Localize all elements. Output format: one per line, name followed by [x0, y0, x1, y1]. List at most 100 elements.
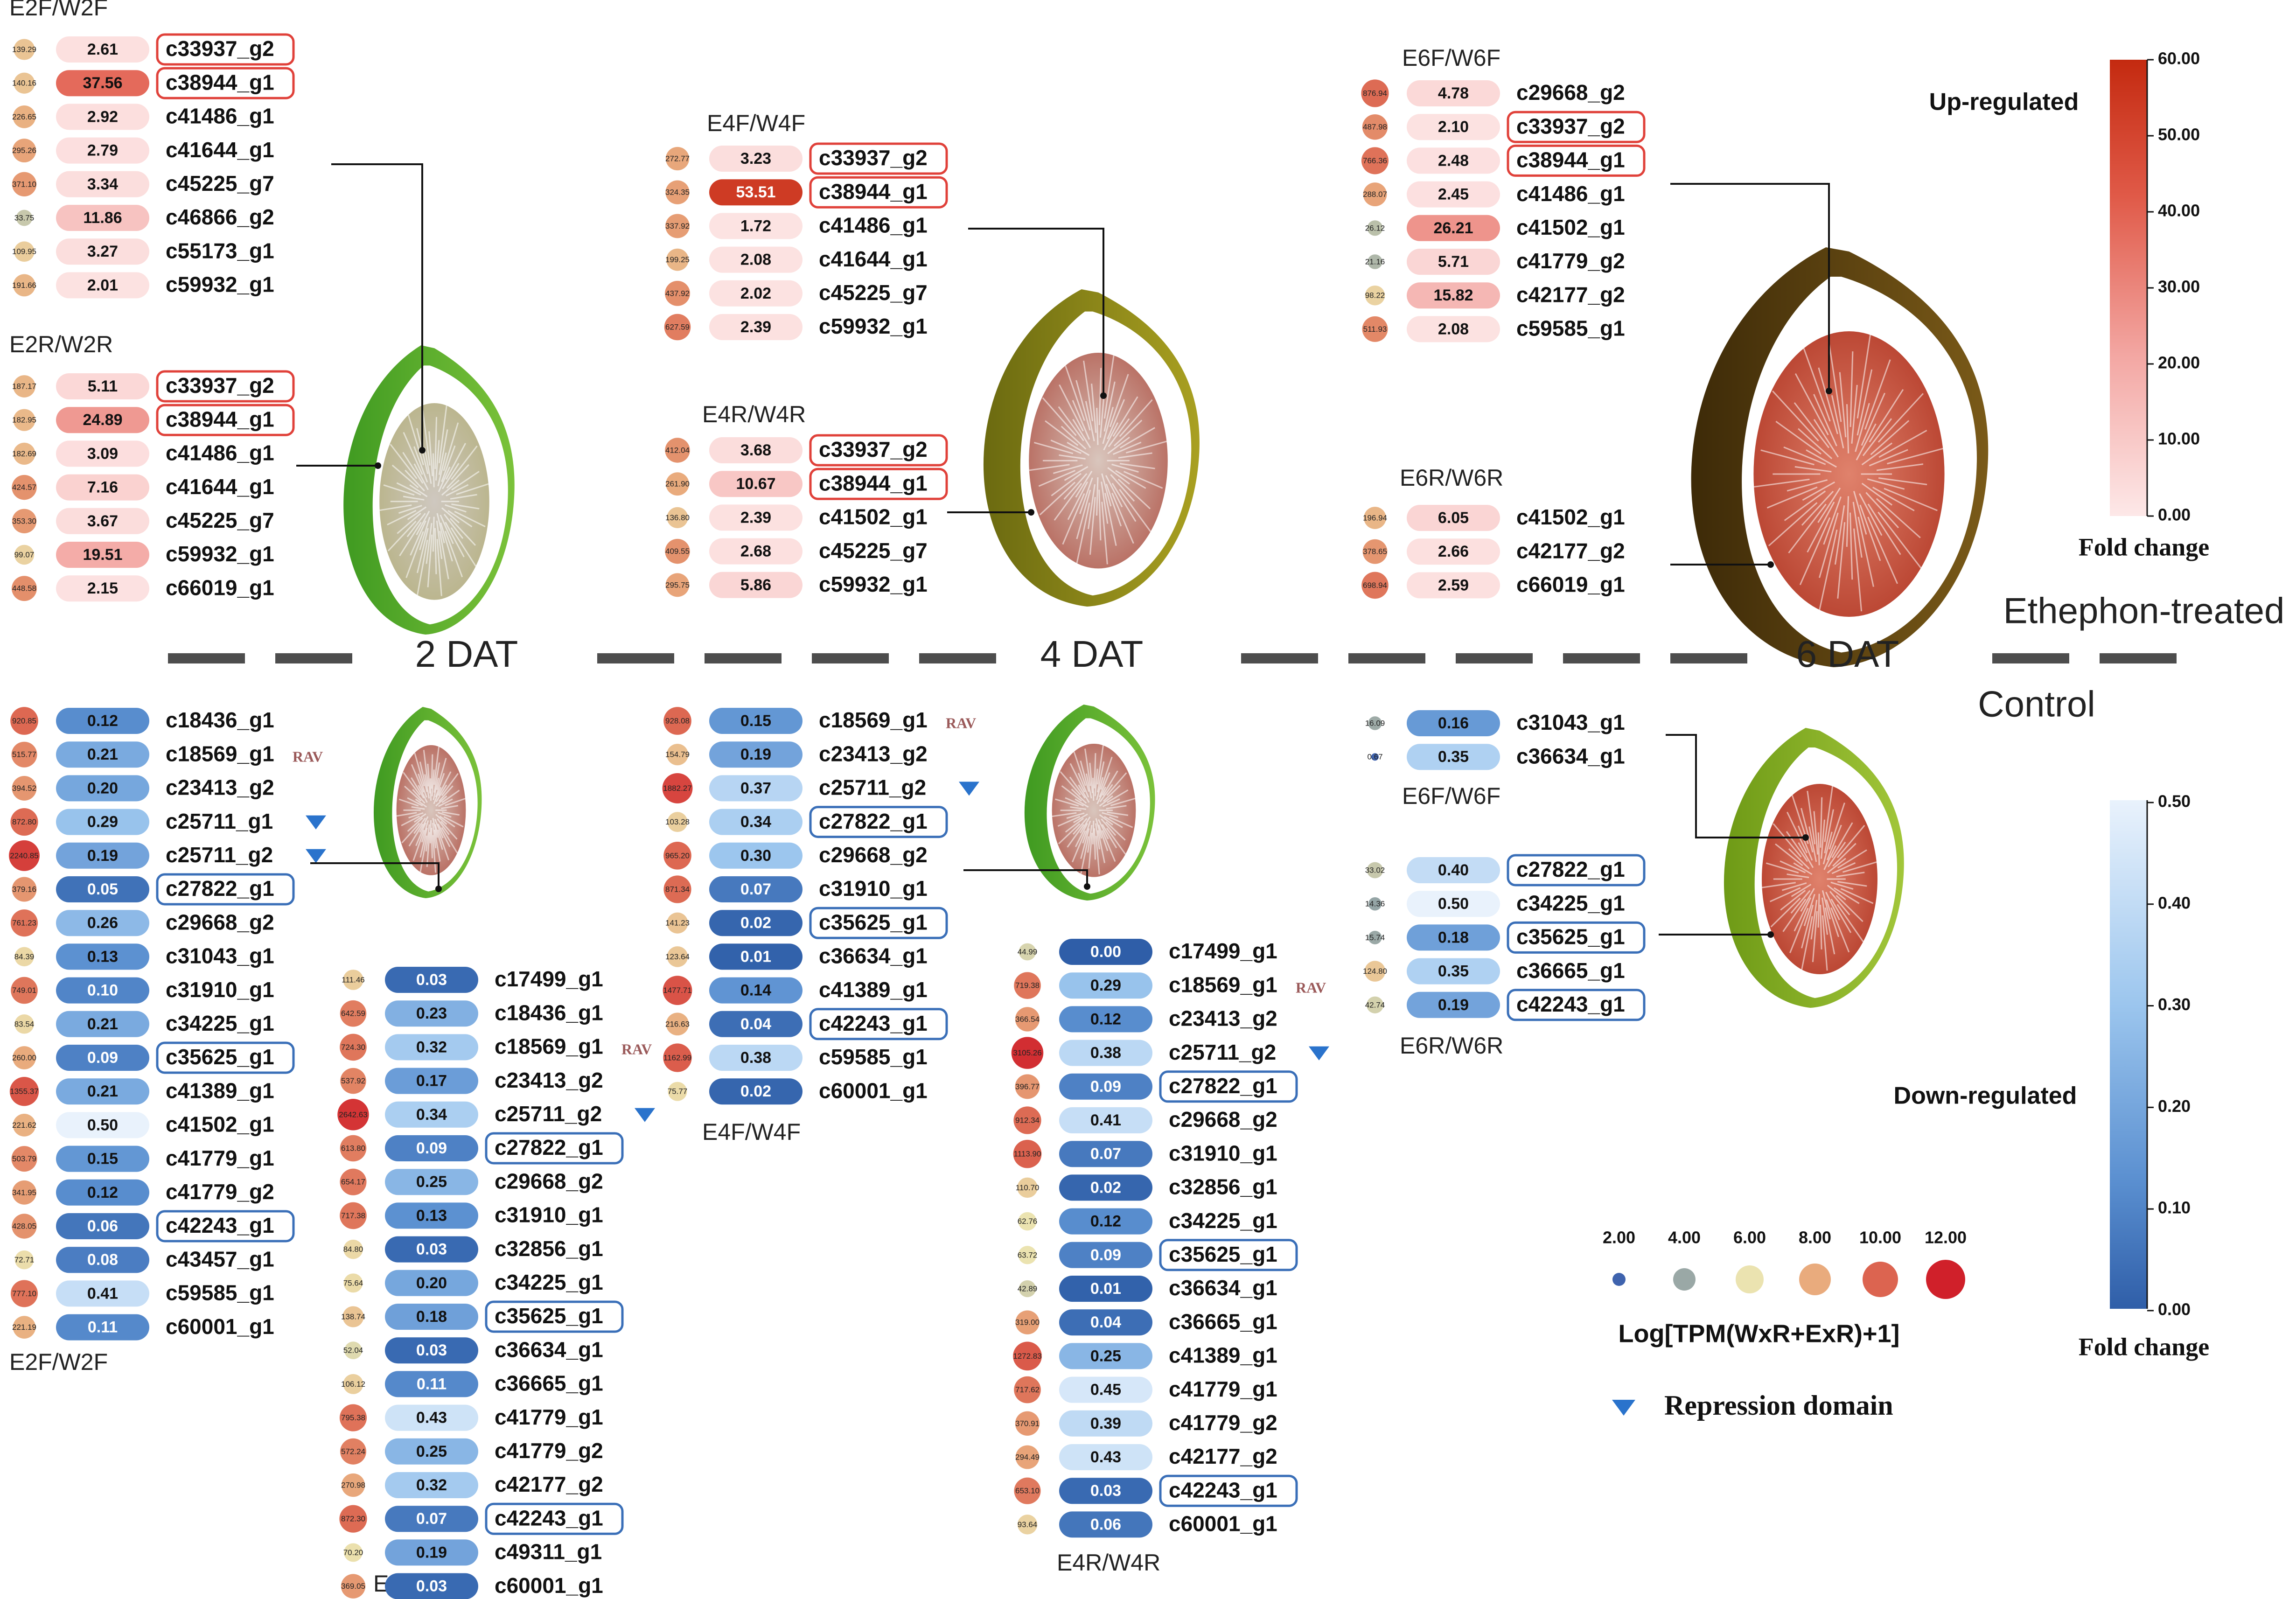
- gene-id: c27822_g1: [495, 1135, 603, 1159]
- gene-id: c41389_g1: [166, 1078, 274, 1103]
- fig-w6-control-seed: [1775, 843, 1803, 866]
- fig-e2-treated-seed: [442, 463, 460, 489]
- tpm-label: 369.05: [341, 1582, 365, 1591]
- gene-id: c18436_g1: [495, 1000, 603, 1025]
- repression-legend-icon: [1612, 1400, 1635, 1416]
- fig-w6-control-seed: [1830, 907, 1850, 953]
- fig-e6-treated-seed: [1861, 442, 1893, 466]
- fig-e6-treated-seed: [1794, 402, 1830, 448]
- fig-e6-treated-seed: [1801, 490, 1834, 526]
- fold-change-cell: [1407, 181, 1500, 208]
- fig-w4-control-seed: [1082, 820, 1091, 844]
- tpm-label: 106.12: [341, 1380, 365, 1389]
- divider-dash: [812, 653, 889, 663]
- fig-e4-treated-seed: [1096, 407, 1099, 445]
- gene-id: c41779_g1: [1169, 1377, 1277, 1401]
- expression-dot: [1365, 285, 1385, 306]
- fold-change-value: 2.79: [87, 142, 118, 160]
- fold-change-cell: [1407, 710, 1500, 736]
- fig-e4-treated-seed: [1107, 436, 1130, 454]
- fig-w6-control-seed: [1800, 888, 1815, 912]
- fold-change-cell: [1407, 538, 1500, 565]
- fig-w6-control-seed: [1820, 904, 1822, 950]
- fig-e4-treated-seed: [1108, 418, 1130, 447]
- tpm-label: 871.34: [665, 885, 690, 894]
- fig-e4-treated-seed: [1061, 426, 1087, 450]
- expression-dot: [12, 1214, 37, 1239]
- fig-e2-treated-seed: [441, 479, 460, 496]
- tpm-label: 295.26: [12, 146, 36, 155]
- fig-w2-control-seed: [434, 824, 443, 850]
- fig-e4-treated-seed: [1062, 493, 1085, 545]
- fig-w6-control-seed: [1825, 892, 1840, 921]
- fold-change-value: 2.15: [87, 580, 118, 597]
- gene-id: c32856_g1: [1169, 1175, 1277, 1199]
- fig-e2-treated-seed: [422, 410, 431, 466]
- divider-dash: [1241, 653, 1318, 663]
- expression-dot: [1368, 897, 1382, 911]
- expression-dot: [343, 1374, 363, 1394]
- expression-dot: [1015, 1074, 1040, 1099]
- fold-change-cell: [1407, 249, 1500, 275]
- tpm-label: 409.55: [665, 547, 690, 556]
- tpm-label: 324.35: [665, 188, 690, 197]
- tpm-label: 424.57: [12, 483, 36, 492]
- expression-dot: [13, 1316, 36, 1339]
- tpm-label: 795.38: [341, 1413, 365, 1422]
- fig-w6-control-seed: [1770, 897, 1801, 928]
- fig-w6-control-seed: [1836, 904, 1864, 943]
- fig-w2-control-seed: [439, 816, 455, 828]
- fold-change-value: 2.48: [1438, 152, 1469, 169]
- fig-w4-control-seed: [1105, 821, 1126, 841]
- fig-w4-control-seed: [1110, 797, 1136, 806]
- fold-change-value: 0.38: [1090, 1044, 1121, 1062]
- fig-w6-control-seed: [1762, 882, 1796, 888]
- expression-dot: [1014, 1376, 1041, 1403]
- fig-w2-control-seed: [435, 814, 447, 825]
- tpm-label: 124.80: [1363, 967, 1387, 976]
- tpm-label: 270.98: [341, 1480, 365, 1489]
- fig-e2-treated-seed: [390, 444, 418, 479]
- panel-title: E4F/W4F: [702, 1119, 801, 1145]
- fold-change-value: 0.45: [1090, 1381, 1121, 1399]
- gene-id: c34225_g1: [495, 1270, 603, 1294]
- fold-change-value: 0.07: [1090, 1145, 1121, 1163]
- fig-e2-treated-seed: [417, 539, 428, 595]
- fold-change-cell: [56, 272, 149, 299]
- divider-dash: [1348, 653, 1425, 663]
- fig-w6-control-seed: [1830, 899, 1852, 933]
- gene-id: c31910_g1: [819, 876, 928, 901]
- expression-dot: [340, 1000, 367, 1027]
- fold-change-cell: [385, 1472, 478, 1498]
- gene-id: c34225_g1: [1516, 891, 1625, 915]
- fold-change-cell: [56, 440, 149, 467]
- expression-dot: [1017, 1177, 1038, 1198]
- fig-e2-treated-seed: [396, 482, 421, 496]
- fold-change-value: 0.03: [1090, 1482, 1121, 1500]
- expression-dot: [9, 1077, 39, 1106]
- gene-id: c23413_g2: [166, 775, 274, 800]
- stage-label: 2 DAT: [415, 633, 518, 675]
- fig-w6-control-seed: [1837, 849, 1867, 869]
- fig-w4-control-seed: [1109, 816, 1133, 828]
- fig-e6-treated-seed: [1878, 430, 1927, 458]
- expression-dot: [12, 775, 37, 801]
- expression-dot: [1367, 862, 1383, 879]
- gene-id: c59585_g1: [166, 1281, 274, 1305]
- expression-dot: [666, 1012, 689, 1036]
- fig-w6-control-seed: [1824, 907, 1835, 955]
- fig-w2-control-seed: [436, 758, 447, 790]
- gene-id: c25711_g2: [495, 1102, 602, 1126]
- fig-e2-treated-seed: [446, 464, 469, 489]
- fold-change-value: 0.13: [416, 1207, 447, 1224]
- fig-e4-treated-seed: [1067, 441, 1090, 456]
- tpm-label: 319.00: [1015, 1318, 1040, 1327]
- fig-e4-treated-seed: [1039, 482, 1076, 516]
- fold-change-cell: [1059, 1208, 1152, 1235]
- expression-dot: [340, 1033, 367, 1061]
- fig-w2-control-seed: [437, 829, 450, 860]
- fig-e6-treated-seed: [1787, 479, 1828, 492]
- connector-end: [1826, 388, 1832, 394]
- fig-e4-treated-seed: [1119, 399, 1153, 437]
